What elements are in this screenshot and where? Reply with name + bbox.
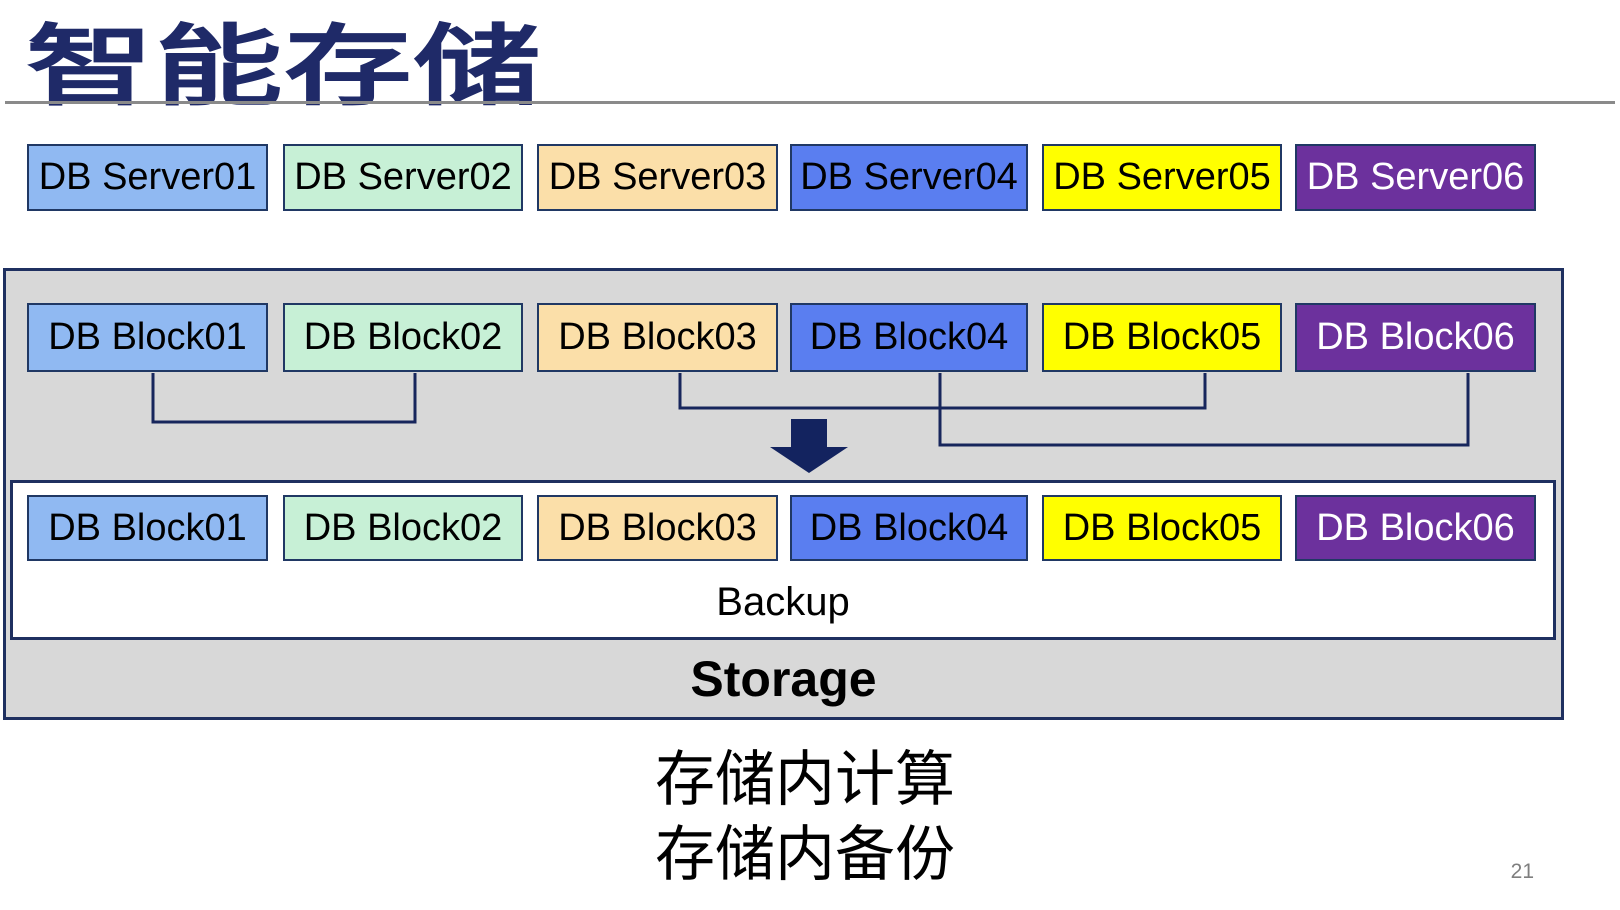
caption-line-2: 存储内备份 [655, 821, 955, 888]
caption-line-1: 存储内计算 [655, 746, 955, 813]
caption-text: 存储内计算 存储内备份 [655, 742, 955, 892]
backup-db-block01-box: DB Block01 [27, 495, 268, 561]
db-block05-box: DB Block05 [1042, 303, 1282, 372]
db-block01-box: DB Block01 [27, 303, 268, 372]
db-block03-box: DB Block03 [537, 303, 778, 372]
backup-db-block05-box: DB Block05 [1042, 495, 1282, 561]
backup-label: Backup [716, 579, 850, 624]
db-server01-box: DB Server01 [27, 144, 268, 211]
backup-db-block02-box: DB Block02 [283, 495, 523, 561]
db-server02-box: DB Server02 [283, 144, 523, 211]
title-divider [5, 101, 1615, 104]
db-block02-box: DB Block02 [283, 303, 523, 372]
page-number: 21 [1510, 860, 1534, 883]
backup-db-block04-box: DB Block04 [790, 495, 1028, 561]
db-server04-box: DB Server04 [790, 144, 1028, 211]
db-server05-box: DB Server05 [1042, 144, 1282, 211]
db-server03-box: DB Server03 [537, 144, 778, 211]
backup-db-block03-box: DB Block03 [537, 495, 778, 561]
storage-label: Storage [690, 651, 877, 707]
db-block04-box: DB Block04 [790, 303, 1028, 372]
page-title: 智能存储 [26, 17, 543, 116]
db-block06-box: DB Block06 [1295, 303, 1536, 372]
db-server06-box: DB Server06 [1295, 144, 1536, 211]
backup-db-block06-box: DB Block06 [1295, 495, 1536, 561]
